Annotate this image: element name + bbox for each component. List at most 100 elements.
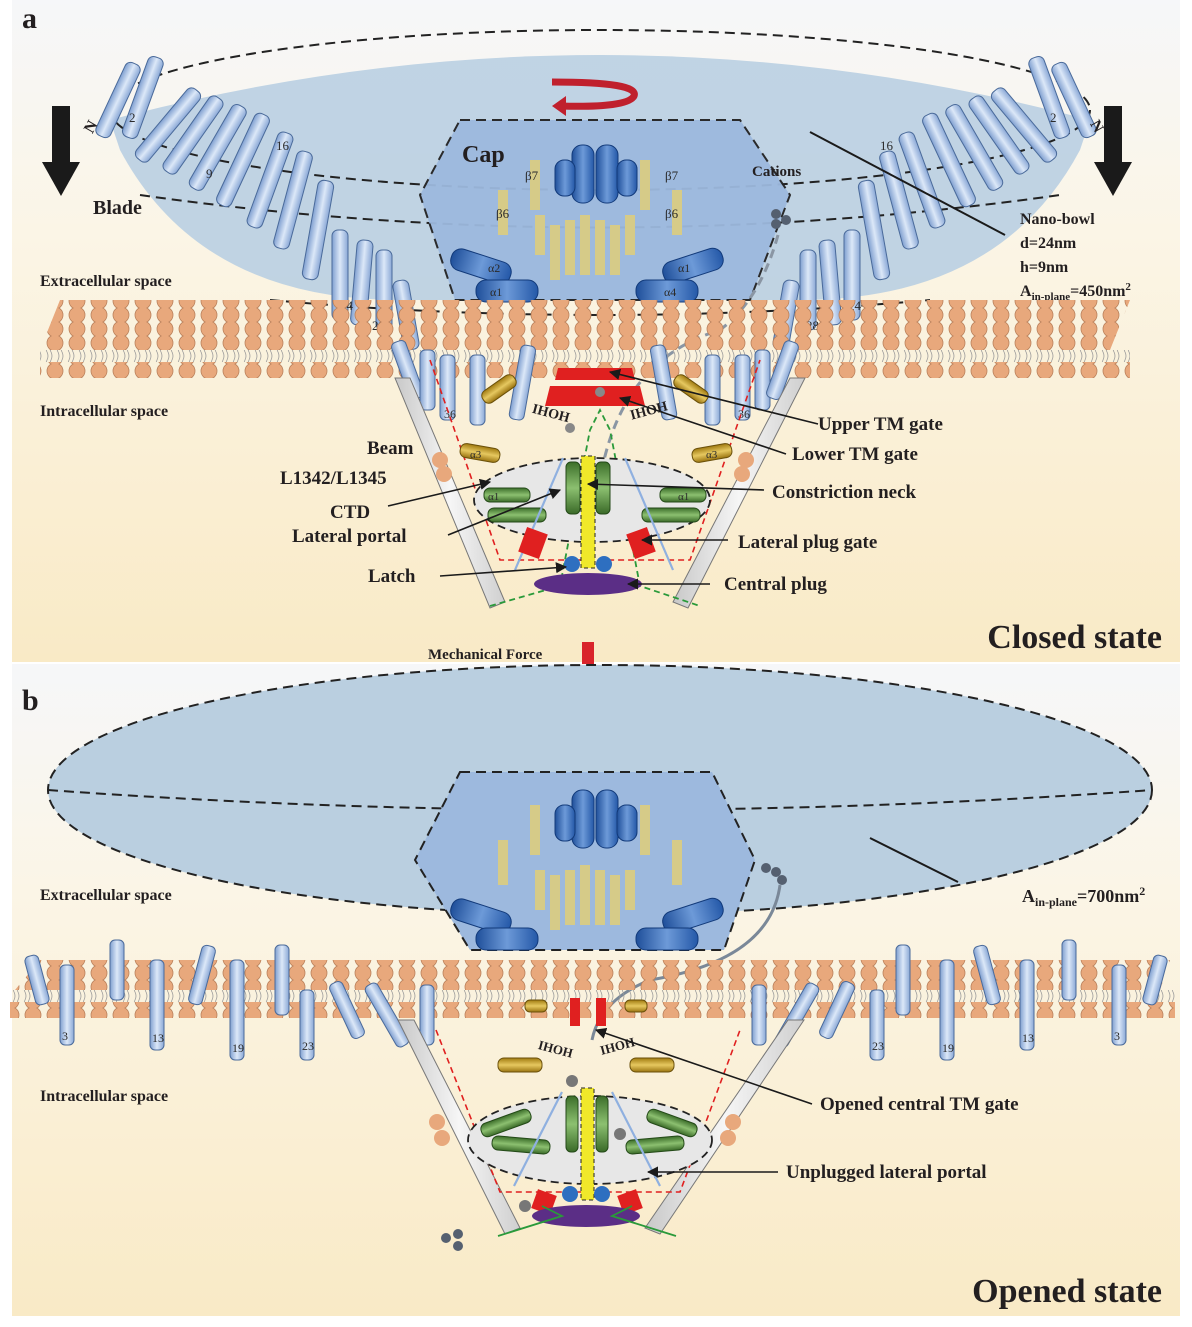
mechanical-force-label: Mechanical Force: [428, 647, 543, 663]
ctd-helix-a2-left-b: [491, 1135, 551, 1155]
latch-label: Latch: [368, 566, 416, 587]
helix-number: 2: [129, 110, 136, 125]
cap-helices: [450, 144, 724, 303]
cation-cluster-icon: [761, 863, 787, 885]
beam-residue-icon: [436, 466, 452, 482]
beam-residue-icon: [432, 452, 448, 468]
ctd-helix-a1-left-b: [480, 1108, 532, 1138]
latch-right: [596, 556, 612, 572]
opened-state-title: Opened state: [972, 1273, 1162, 1310]
beam-residue-icon: [734, 466, 750, 482]
beta-strand: [595, 220, 605, 275]
helix-number: 2: [1050, 110, 1057, 125]
red-dashed-boundary: [429, 359, 761, 561]
cap-helix-a1-left: [475, 279, 539, 303]
beta-strand: [625, 215, 635, 255]
central-rod: [580, 455, 596, 569]
unplugged-lateral-portal-label: Unplugged lateral portal: [786, 1162, 987, 1183]
ctd-helix-a3-right-b: [595, 1095, 609, 1153]
beam-residue-icon: [434, 1130, 450, 1146]
cap-helix-a3: [616, 804, 638, 842]
cap-helix-label: α4: [664, 285, 676, 299]
beta-strand: [580, 215, 590, 275]
membrane-bilayer-b: [10, 960, 1175, 1018]
constriction-neck-label: Constriction neck: [772, 482, 917, 503]
blue-line: [513, 1091, 563, 1187]
ctd-helix-a1-left: [483, 487, 531, 503]
membrane-bilayer-a: [40, 300, 1130, 378]
opened-gate-right: [596, 998, 606, 1026]
cap-strand-label: β7: [525, 168, 539, 183]
blade-left-b: [24, 939, 435, 1061]
ctd-helix-a2-right: [641, 507, 701, 523]
beta-strand: [565, 220, 575, 275]
central-plug: [534, 573, 642, 595]
blade-label: Blade: [93, 197, 142, 219]
central-plug-b: [532, 1205, 640, 1227]
ctd-helix-label: α1: [678, 491, 689, 503]
constriction-neck-pointer: [586, 478, 765, 491]
beta-strand: [530, 160, 540, 210]
helix-number: 23: [302, 1039, 314, 1053]
cap-helix-label: α1: [490, 285, 502, 299]
blade-right-b: [751, 939, 1168, 1061]
beam-residues-label: L1342/L1345: [280, 468, 387, 489]
central-plug-label: Central plug: [724, 574, 827, 595]
cap-helix-a1: [475, 927, 539, 951]
opened-tm-gate-pointer: [594, 1027, 813, 1105]
cap-domain-b: [413, 771, 757, 951]
helix-number: 9: [206, 166, 213, 181]
cap-label: Cap: [462, 142, 505, 168]
nano-bowl-diameter: d=24nm: [1020, 235, 1077, 252]
cations-label: Cations: [752, 164, 801, 180]
ctd-helix-a1-right-b: [646, 1108, 698, 1138]
panel-b-letter: b: [22, 684, 39, 717]
beta-strand: [640, 160, 650, 210]
upper-tm-gate: [555, 368, 635, 380]
intracellular-space-label: Intracellular space: [40, 403, 168, 420]
beam-label: Beam: [367, 438, 414, 459]
helix-number: 36: [738, 407, 750, 421]
cap-helix-a3: [554, 804, 576, 842]
helix-number: 3: [62, 1029, 68, 1043]
panel-b: Ain-plane=700nm2 Extracellular space Int…: [10, 664, 1180, 1316]
cap-helix-a3-right: [616, 159, 638, 197]
cap-strand-label: β6: [665, 206, 679, 221]
area-pointer: [869, 837, 959, 883]
gold-helix-label: α3: [470, 449, 482, 461]
lateral-portal-pointer: [447, 488, 562, 536]
nano-bowl-title: Nano-bowl: [1020, 211, 1095, 228]
central-rod-b: [580, 1087, 595, 1201]
cap-strand-label: β6: [496, 206, 510, 221]
latch-right-b: [594, 1186, 610, 1202]
ion-icon: [565, 423, 575, 433]
gold-helix-a3-left-b: [497, 1057, 543, 1073]
cap-helix-a2: [450, 898, 512, 935]
ion-icon: [566, 1075, 578, 1087]
beam-residue-icon: [725, 1114, 741, 1130]
beam-right: [672, 377, 806, 609]
helix-number: 19: [232, 1041, 244, 1055]
gold-helix: [624, 999, 648, 1013]
beam-residue-icon: [720, 1130, 736, 1146]
cap-helix-label: α2: [488, 261, 500, 275]
helix-number: 19: [942, 1041, 954, 1055]
lower-tm-gate-label: Lower TM gate: [792, 444, 918, 465]
beam-residue-icon: [429, 1114, 445, 1130]
expanded-area-label: Ain-plane=700nm2: [1022, 884, 1145, 909]
upper-tm-gate-label: Upper TM gate: [818, 414, 943, 435]
ctd-helix-a3-right: [595, 461, 611, 515]
beta-strand: [610, 225, 620, 275]
panel-a: Cap β7 β6 β7 β6: [12, 0, 1180, 662]
lower-tm-gate-pointer: [618, 395, 787, 455]
ctd-label: CTD: [330, 502, 370, 523]
panel-a-letter: a: [22, 2, 37, 35]
gold-helix-a3-right-b: [629, 1057, 675, 1073]
cap-helix-a4-right: [595, 144, 619, 204]
beta-strand: [498, 190, 508, 235]
ctd-helix-a3-left-b: [565, 1095, 579, 1153]
ion-icon: [614, 1128, 626, 1140]
lower-tm-gate: [545, 386, 645, 406]
closed-state-title: Closed state: [987, 619, 1162, 656]
